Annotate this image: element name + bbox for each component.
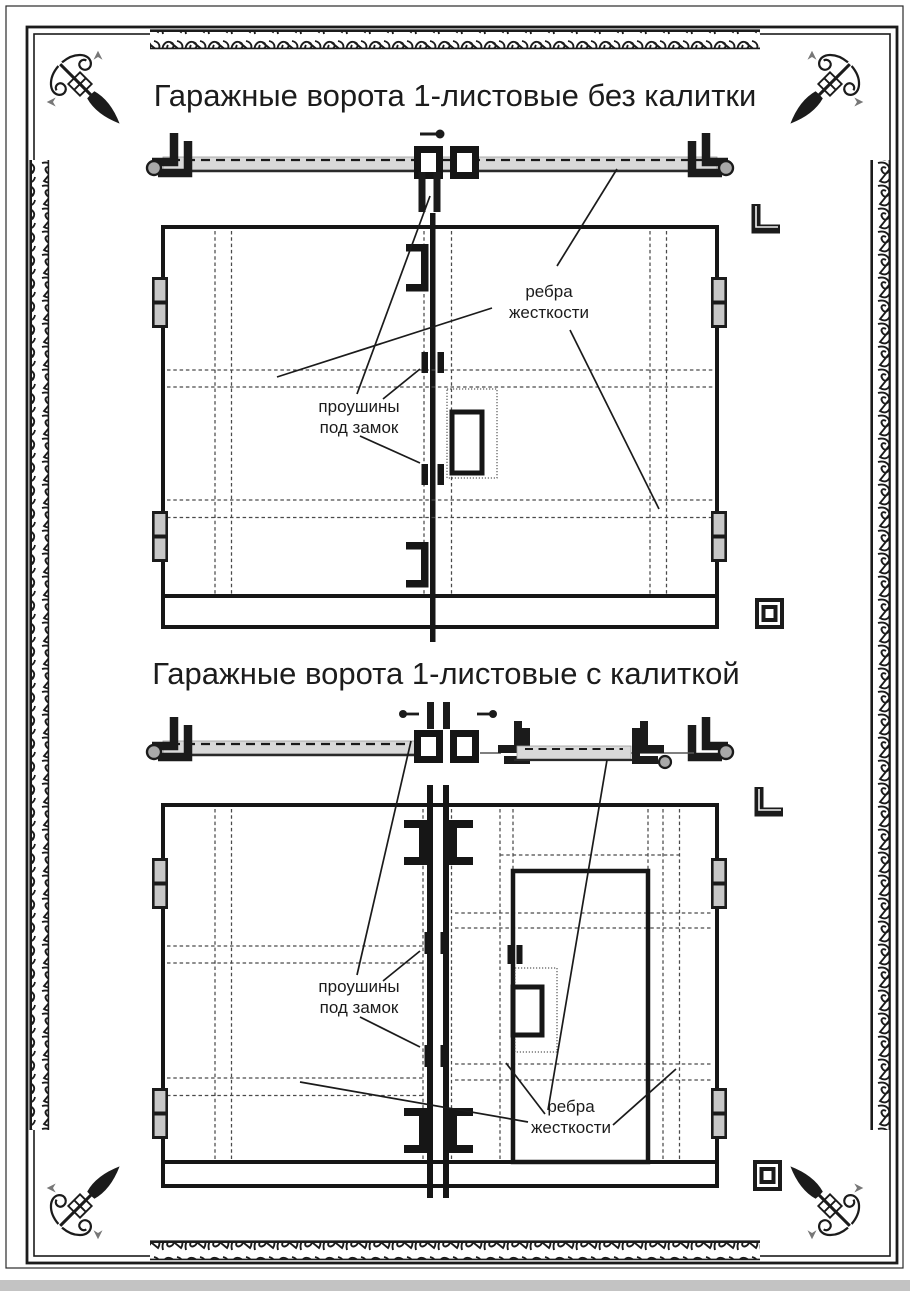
hinge <box>152 1088 168 1139</box>
hinge <box>711 277 727 328</box>
diagram-gates-without-wicket: Гаражные ворота 1-листовые без калитки <box>147 78 782 642</box>
label-ribs-line2: жесткости <box>509 303 589 322</box>
leader-lines-2 <box>299 740 677 1126</box>
padlock-pin-icon <box>420 129 445 139</box>
lock-lugs <box>424 932 523 1067</box>
tube-profile-symbol-icon <box>753 1160 782 1191</box>
front-view-1 <box>152 213 727 642</box>
label-ribs-line1: ребра <box>547 1097 595 1116</box>
tube-profile-symbol-icon <box>755 598 784 629</box>
border-scroll-band-left <box>29 160 50 1130</box>
threshold-band <box>161 594 719 629</box>
border-scroll-band-right <box>870 160 891 1130</box>
lock-pocket <box>446 388 498 479</box>
label-lugs-line2: под замок <box>320 998 399 1017</box>
threshold-band <box>161 1160 719 1188</box>
frame-angle-hinge-right <box>692 717 733 759</box>
page-edge-shadow <box>0 1280 910 1291</box>
border-scroll-band-bottom <box>150 1240 760 1261</box>
diagram-gates-with-wicket: Гаражные ворота 1-листовые с калиткой <box>147 656 783 1198</box>
gate-frame <box>161 225 719 598</box>
corner-flourish-top-right-icon <box>788 49 865 126</box>
hinge <box>152 511 168 562</box>
center-split-left <box>427 785 433 1198</box>
lock-lugs <box>421 352 444 485</box>
padlock-pin-icons <box>399 710 497 718</box>
hinge <box>711 858 727 909</box>
lock-lug-box-right <box>454 734 476 760</box>
corner-flourish-top-left-icon <box>45 49 122 126</box>
hinge <box>152 277 168 328</box>
wicket-plan-section <box>498 721 673 770</box>
label-ribs-line1: ребра <box>525 282 573 301</box>
diagram1-title: Гаражные ворота 1-листовые без калитки <box>154 78 757 113</box>
plan-view-2 <box>147 702 733 770</box>
center-latch-brackets <box>404 820 473 1153</box>
lock-lug-box-right <box>454 150 476 176</box>
label-lugs-line2: под замок <box>320 418 399 437</box>
page-border <box>5 5 904 1269</box>
leader-lines-1 <box>276 168 660 510</box>
diagram2-title: Гаражные ворота 1-листовые с калиткой <box>152 656 739 691</box>
corner-flourish-bottom-left-icon <box>45 1164 122 1241</box>
center-split-right <box>443 785 449 1198</box>
center-latch-brackets <box>406 244 429 588</box>
wicket-lock-pocket <box>510 967 558 1053</box>
label-lugs-line1: проушины <box>318 397 399 416</box>
plan-view-1 <box>147 129 733 212</box>
angle-profile-symbol-icon <box>759 787 783 812</box>
lock-lug-box-left <box>418 150 440 176</box>
label-lugs-line1: проушины <box>318 977 399 996</box>
stiffening-ribs-dashed <box>167 809 712 1160</box>
stiffening-ribs-dashed <box>167 231 713 594</box>
lock-lug-box-left <box>418 734 440 760</box>
hinge <box>711 1088 727 1139</box>
front-view-2 <box>152 785 727 1198</box>
hinge <box>711 511 727 562</box>
border-scroll-band-top <box>150 29 760 50</box>
angle-profile-symbol-icon <box>756 204 780 229</box>
gate-frame <box>161 803 719 1164</box>
corner-flourish-bottom-right-icon <box>788 1164 865 1241</box>
center-split <box>430 213 436 642</box>
hinge <box>152 858 168 909</box>
label-ribs-line2: жесткости <box>531 1118 611 1137</box>
